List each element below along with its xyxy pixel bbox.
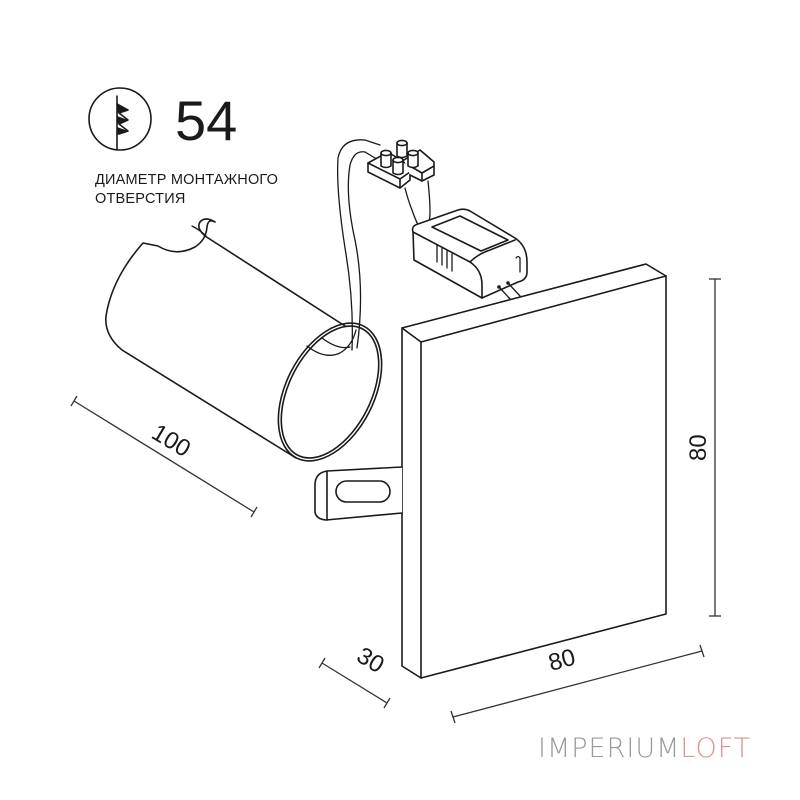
brand-logo-part2: LOFT bbox=[680, 733, 752, 764]
mounting-hole-drill-icon bbox=[88, 87, 152, 151]
terminal-block-connector bbox=[367, 139, 435, 229]
cutout-caption-line2: ОТВЕРСТИЯ bbox=[95, 191, 186, 207]
dimension-label-100: 100 bbox=[147, 419, 195, 463]
mounting-bracket bbox=[314, 466, 403, 521]
connection-wires bbox=[336, 139, 381, 351]
brand-logo: IMPERIUMLOFT bbox=[538, 733, 751, 764]
dimension-depth-100: 100 bbox=[70, 395, 258, 518]
cutout-caption-line1: ДИАМЕТР МОНТАЖНОГО bbox=[95, 172, 278, 188]
brand-logo-part1: IMPERIUM bbox=[538, 733, 681, 764]
cutout-diameter-value: 54 bbox=[175, 89, 237, 152]
dimension-height-80: 80 bbox=[685, 278, 721, 617]
dimension-thickness-30: 30 bbox=[318, 642, 391, 709]
mounting-sleeve-cylinder bbox=[105, 218, 383, 462]
dimension-label-width-80: 80 bbox=[546, 644, 579, 677]
dimension-label-30: 30 bbox=[352, 642, 389, 679]
wall-panel-front bbox=[401, 263, 667, 679]
dimension-label-height-80: 80 bbox=[685, 434, 712, 461]
led-driver bbox=[411, 208, 528, 301]
